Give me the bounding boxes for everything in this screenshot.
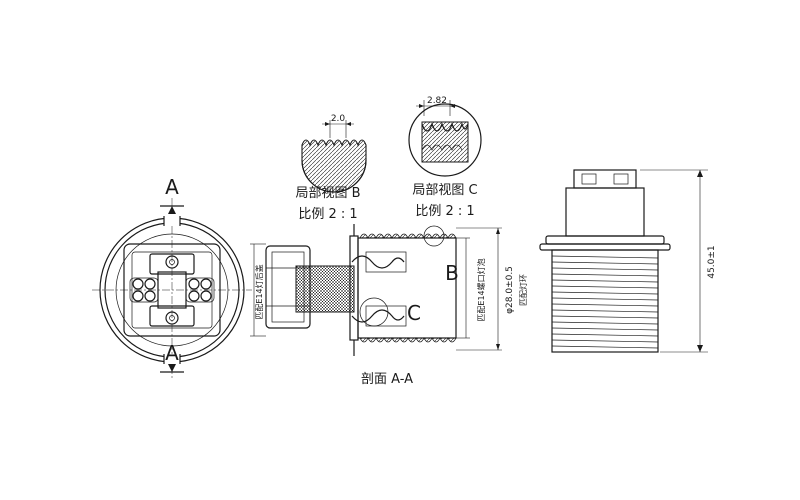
detail-c-dimension: 2.82 (427, 96, 447, 106)
detail-c-scale: 比例 2 : 1 (415, 204, 474, 219)
detail-b-view (301, 120, 367, 193)
front-view (92, 198, 252, 380)
detail-b-title: 局部视图 B (295, 186, 360, 201)
section-mark-top: A (165, 175, 179, 199)
diameter-note: 匹配灯环 (518, 274, 528, 306)
detail-b-dimension: 2.0 (331, 114, 346, 124)
section-callout-c: C (407, 301, 421, 325)
section-mark-bottom: A (165, 341, 179, 365)
section-callout-b: B (445, 261, 459, 285)
label-rear-cover: 匹配E14灯后盖 (254, 264, 264, 319)
side-view (539, 169, 708, 353)
label-e14-bulb: 匹配E14螺口灯泡 (476, 258, 486, 321)
detail-b-scale: 比例 2 : 1 (298, 207, 357, 222)
height-dimension: 45.0±1 (707, 245, 717, 278)
section-aa-view (250, 224, 502, 356)
detail-c-title: 局部视图 C (412, 183, 477, 198)
detail-c-view (408, 100, 482, 177)
diameter-dimension: φ28.0±0.5 (505, 266, 515, 314)
section-caption: 剖面 A-A (361, 372, 413, 387)
thread-lines (551, 255, 659, 349)
